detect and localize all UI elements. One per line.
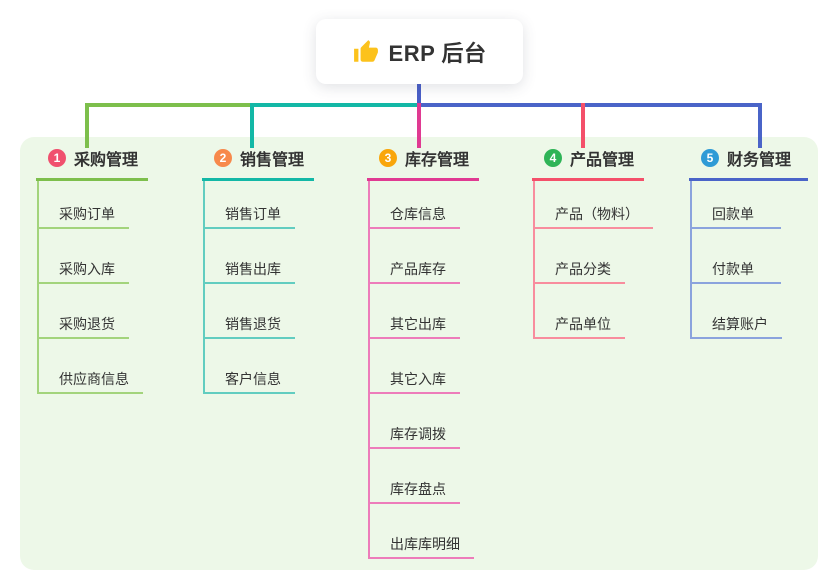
- mindmap-node: 采购入库: [39, 229, 129, 284]
- mindmap-node: 销售订单: [205, 181, 295, 229]
- branch-drop-line-4: [581, 103, 585, 148]
- branches-panel: [20, 137, 818, 570]
- branch-sales-header: 2 销售管理: [202, 146, 314, 181]
- mindmap-node: 销售退货: [205, 284, 295, 339]
- branch-product-children: 产品（物料） 产品分类 产品单位: [533, 181, 653, 339]
- branch-number-badge: 2: [214, 149, 232, 167]
- branch-number-badge: 5: [701, 149, 719, 167]
- mindmap-node: 采购订单: [39, 181, 129, 229]
- mindmap-node: 付款单: [692, 229, 781, 284]
- mindmap-node: 库存盘点: [370, 449, 460, 504]
- branch-inventory: 3 库存管理 仓库信息 产品库存 其它出库 其它入库 库存调拨 库存盘点 出库库…: [367, 146, 479, 559]
- branch-finance-children: 回款单 付款单 结算账户: [690, 181, 782, 339]
- branch-title: 产品管理: [570, 152, 635, 169]
- branch-inventory-children: 仓库信息 产品库存 其它出库 其它入库 库存调拨 库存盘点 出库库明细: [368, 181, 474, 559]
- connector-segment-mid: [252, 103, 421, 107]
- branch-inventory-header: 3 库存管理: [367, 146, 479, 181]
- branch-sales: 2 销售管理 销售订单 销售出库 销售退货 客户信息: [202, 146, 314, 394]
- mindmap-node: 出库库明细: [370, 504, 474, 559]
- branch-title: 库存管理: [405, 152, 470, 169]
- mindmap-node: 产品分类: [535, 229, 625, 284]
- mindmap-node: 仓库信息: [370, 181, 460, 229]
- connector-segment-right: [419, 103, 762, 107]
- mindmap-node: 其它出库: [370, 284, 460, 339]
- root-node-label: ERP 后台: [388, 40, 487, 66]
- branch-finance-header: 5 财务管理: [689, 146, 808, 181]
- root-connector-line: [417, 83, 421, 105]
- branch-finance: 5 财务管理 回款单 付款单 结算账户: [689, 146, 808, 339]
- branch-number-badge: 4: [544, 149, 562, 167]
- mindmap-node: 产品（物料）: [535, 181, 653, 229]
- branch-drop-line-1: [85, 103, 89, 148]
- mindmap-node: 销售出库: [205, 229, 295, 284]
- branch-number-badge: 1: [48, 149, 66, 167]
- branch-purchase: 1 采购管理 采购订单 采购入库 采购退货 供应商信息: [36, 146, 148, 394]
- branch-product: 4 产品管理 产品（物料） 产品分类 产品单位: [532, 146, 653, 339]
- branch-drop-line-5: [758, 103, 762, 148]
- branch-drop-line-2: [250, 103, 254, 148]
- branch-product-header: 4 产品管理: [532, 146, 644, 181]
- mindmap-node: 供应商信息: [39, 339, 143, 394]
- branch-title: 财务管理: [727, 152, 792, 169]
- mindmap-node: 产品库存: [370, 229, 460, 284]
- mindmap-node: 客户信息: [205, 339, 295, 394]
- branch-title: 采购管理: [74, 152, 139, 169]
- thumbs-up-icon: [353, 39, 379, 65]
- mindmap-node: 产品单位: [535, 284, 625, 339]
- branch-title: 销售管理: [240, 152, 305, 169]
- branch-purchase-header: 1 采购管理: [36, 146, 148, 181]
- connector-segment-left: [85, 103, 254, 107]
- mindmap-node: 库存调拨: [370, 394, 460, 449]
- mindmap-node: 采购退货: [39, 284, 129, 339]
- mindmap-node: 结算账户: [692, 284, 782, 339]
- mindmap-node: 其它入库: [370, 339, 460, 394]
- branch-number-badge: 3: [379, 149, 397, 167]
- root-node: ERP 后台: [316, 19, 523, 84]
- mindmap-node: 回款单: [692, 181, 781, 229]
- branch-purchase-children: 采购订单 采购入库 采购退货 供应商信息: [37, 181, 143, 394]
- branch-sales-children: 销售订单 销售出库 销售退货 客户信息: [203, 181, 295, 394]
- branch-drop-line-3: [417, 103, 421, 148]
